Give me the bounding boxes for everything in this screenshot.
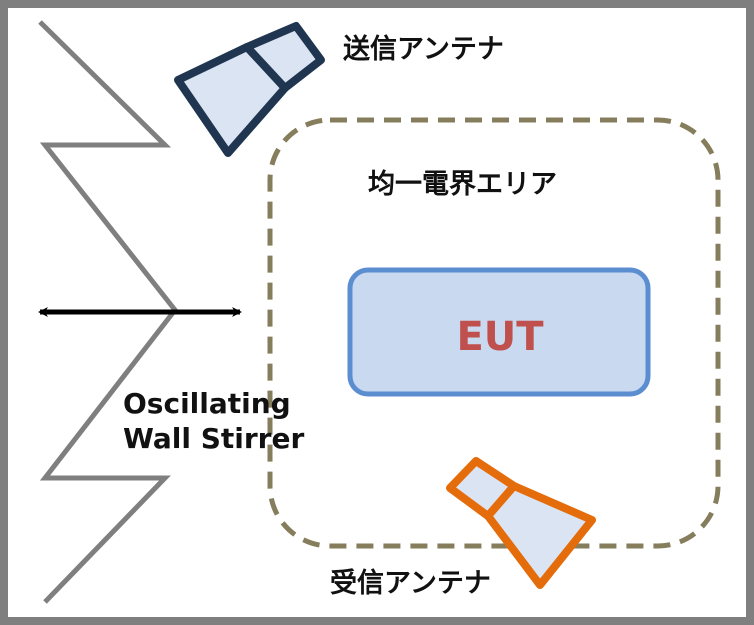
- horn-antenna-rx-icon: [446, 457, 596, 589]
- horn-antenna-tx-icon: [174, 22, 325, 157]
- eut-label: EUT: [456, 314, 544, 360]
- uniform-field-label: 均一電界エリア: [368, 169, 557, 200]
- eut-box: [347, 267, 651, 397]
- stirrer-label-line1: Oscillating: [123, 387, 291, 420]
- tx-antenna-label: 送信アンテナ: [343, 34, 504, 65]
- uniform-field-area: [267, 117, 721, 549]
- stirrer-label-line2: Wall Stirrer: [123, 422, 304, 455]
- rx-antenna-label: 受信アンテナ: [330, 567, 491, 599]
